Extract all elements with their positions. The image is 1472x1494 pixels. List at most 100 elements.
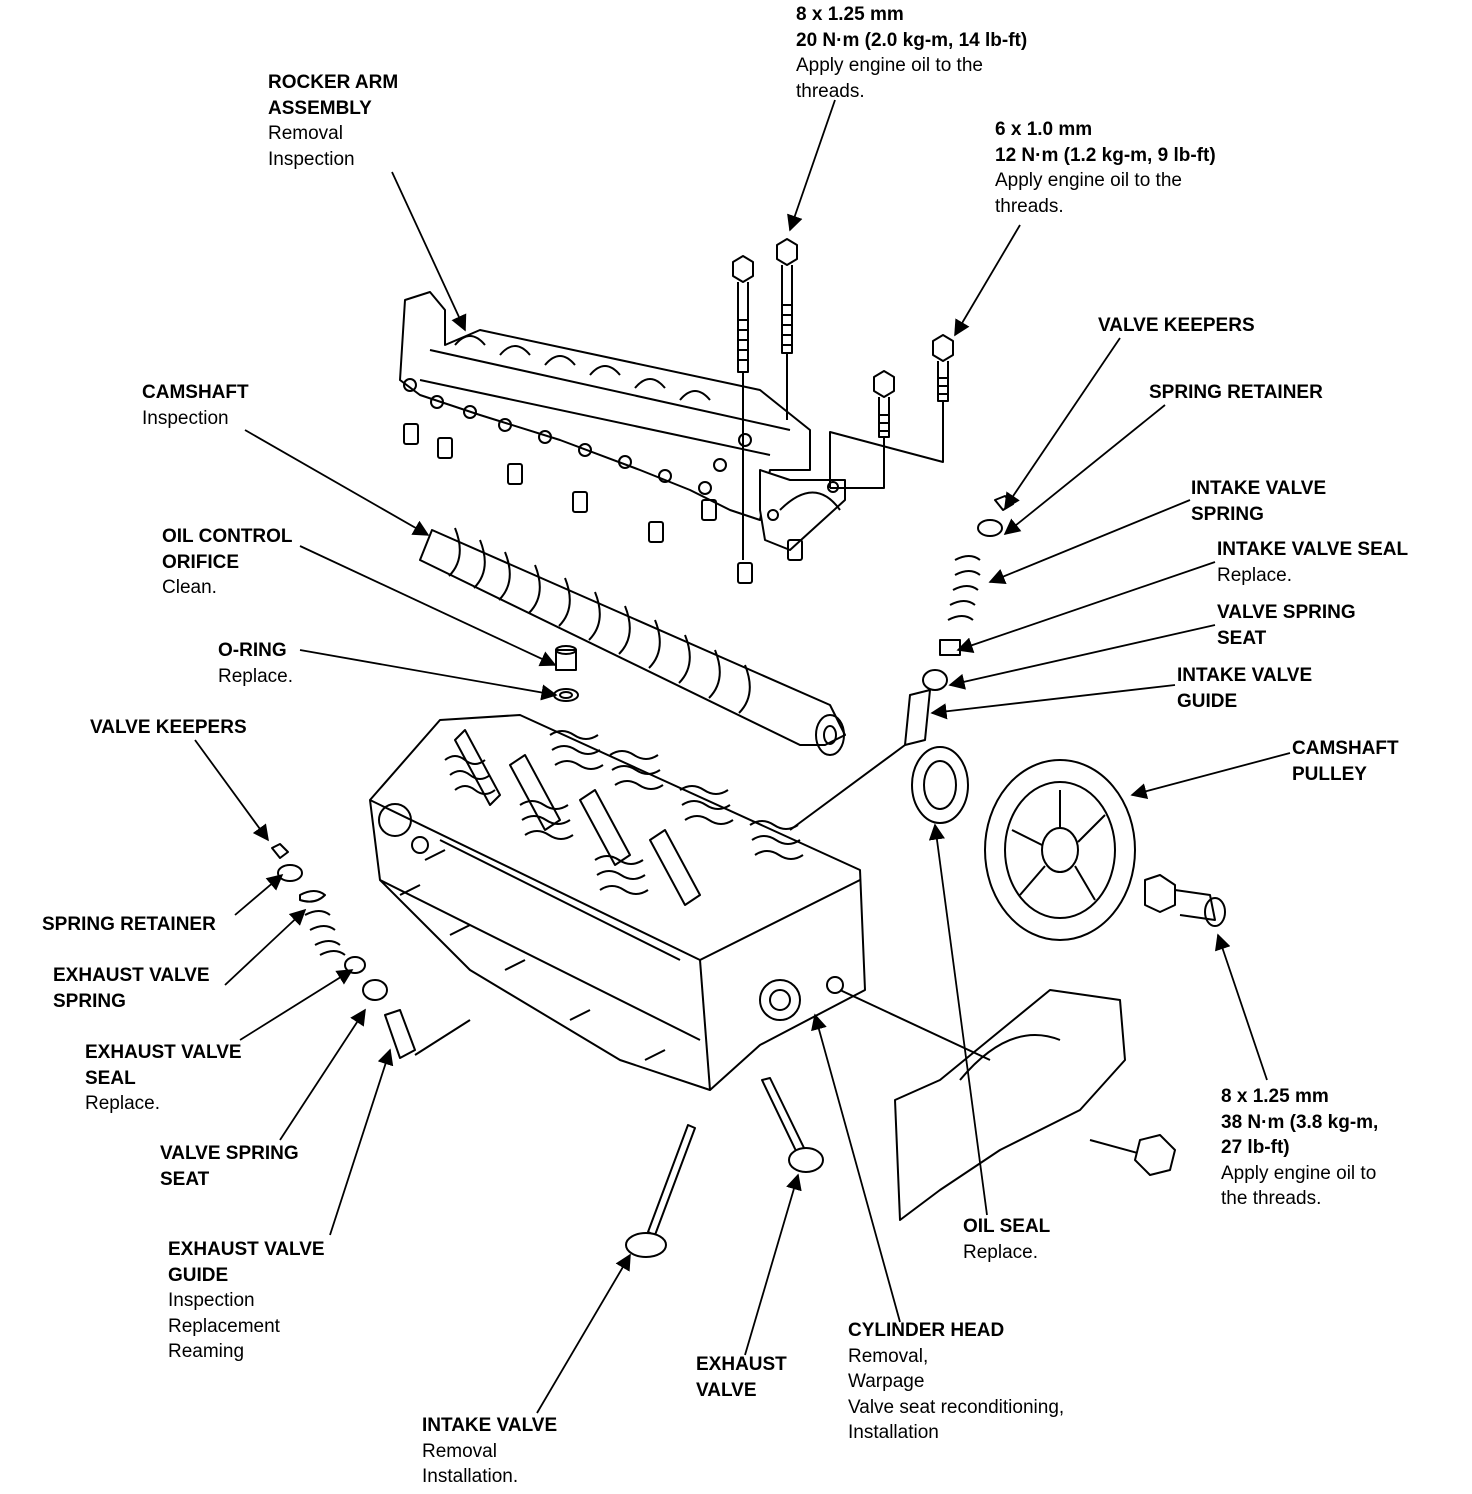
label-title: SPRING	[1191, 503, 1264, 525]
oil-seal	[911, 746, 969, 824]
label-note: Apply engine oil to the	[796, 55, 983, 76]
label-title: GUIDE	[168, 1264, 229, 1286]
label-intake-valve-guide: INTAKE VALVE GUIDE	[1177, 663, 1312, 714]
label-note: Inspection	[168, 1290, 255, 1311]
camshaft	[419, 527, 846, 756]
label-note: Replace.	[963, 1241, 1038, 1263]
label-title: CYLINDER HEAD	[848, 1320, 1005, 1341]
label-intake-valve-seal: INTAKE VALVE SEAL Replace.	[1217, 537, 1408, 588]
label-exhaust-valve-spring: EXHAUST VALVE SPRING	[53, 963, 210, 1014]
label-note: Inspection	[268, 148, 355, 170]
label-title: SEAT	[160, 1168, 210, 1190]
label-spring-retainer-right: SPRING RETAINER	[1149, 380, 1323, 406]
label-title: EXHAUST VALVE	[85, 1042, 242, 1063]
label-note: threads.	[995, 195, 1064, 217]
label-title: OIL SEAL	[963, 1216, 1051, 1237]
label-exhaust-valve-guide: EXHAUST VALVE GUIDE Inspection Replaceme…	[168, 1237, 325, 1365]
label-camshaft: CAMSHAFT Inspection	[142, 380, 249, 431]
label-note: threads.	[796, 80, 865, 102]
label-title: O-RING	[218, 640, 287, 661]
label-rocker-arm-assembly: ROCKER ARM ASSEMBLY Removal Inspection	[268, 70, 398, 172]
label-title: GUIDE	[1177, 690, 1238, 712]
label-note: Replace.	[85, 1093, 160, 1114]
label-note: the threads.	[1221, 1188, 1322, 1209]
label-title: 20 N·m (2.0 kg-m, 14 lb-ft)	[796, 29, 1028, 51]
label-exhaust-valve-seal: EXHAUST VALVE SEAL Replace.	[85, 1040, 242, 1117]
label-note: Replacement	[168, 1315, 280, 1337]
label-title: 6 x 1.0 mm	[995, 119, 1093, 140]
label-title: INTAKE VALVE	[1177, 665, 1313, 686]
label-title: SEAT	[1217, 627, 1267, 649]
label-cylinder-head: CYLINDER HEAD Removal, Warpage Valve sea…	[848, 1318, 1064, 1446]
label-note: Replace.	[218, 665, 293, 687]
oil-control-orifice	[553, 645, 579, 702]
back-cover	[839, 989, 1176, 1221]
label-title: SPRING RETAINER	[42, 914, 216, 935]
label-bolt-8mm-top: 8 x 1.25 mm 20 N·m (2.0 kg-m, 14 lb-ft) …	[796, 2, 1027, 104]
label-note: Removal,	[848, 1345, 929, 1367]
exhaust-valve-part	[761, 1077, 824, 1173]
label-bolt-pulley: 8 x 1.25 mm 38 N·m (3.8 kg-m, 27 lb-ft) …	[1221, 1084, 1378, 1212]
cylinder-head	[369, 714, 866, 1091]
label-valve-keepers-left: VALVE KEEPERS	[90, 715, 247, 741]
label-note: Removal	[422, 1440, 497, 1462]
label-title: VALVE SPRING	[1217, 602, 1356, 623]
label-title: 12 N·m (1.2 kg-m, 9 lb-ft)	[995, 144, 1216, 166]
label-title: 8 x 1.25 mm	[796, 4, 904, 25]
label-intake-valve: INTAKE VALVE Removal Installation.	[422, 1413, 557, 1490]
label-intake-valve-spring: INTAKE VALVE SPRING	[1191, 476, 1326, 527]
intake-valve-part	[625, 1124, 696, 1258]
intake-valve-parts	[789, 495, 1014, 831]
label-title: 27 lb-ft)	[1221, 1137, 1290, 1158]
label-valve-spring-seat-right: VALVE SPRING SEAT	[1217, 600, 1356, 651]
camshaft-pulley	[984, 759, 1136, 941]
label-note: Apply engine oil to	[1221, 1162, 1377, 1184]
label-note: Installation.	[422, 1466, 519, 1487]
label-title: EXHAUST VALVE	[53, 965, 210, 986]
label-note: Reaming	[168, 1341, 245, 1362]
label-title: EXHAUST	[696, 1354, 787, 1375]
label-title: SEAL	[85, 1067, 136, 1089]
label-note: Inspection	[142, 407, 229, 429]
label-title: VALVE SPRING	[160, 1143, 299, 1164]
label-o-ring: O-RING Replace.	[218, 638, 293, 689]
label-note: Warpage	[848, 1371, 925, 1392]
label-bolt-6mm: 6 x 1.0 mm 12 N·m (1.2 kg-m, 9 lb-ft) Ap…	[995, 117, 1216, 219]
label-title: ASSEMBLY	[268, 97, 372, 119]
label-title: VALVE KEEPERS	[90, 717, 247, 738]
exhaust-valve-parts	[271, 843, 471, 1059]
label-title: SPRING RETAINER	[1149, 382, 1323, 403]
label-note: Clean.	[162, 577, 217, 598]
label-note: Apply engine oil to the	[995, 170, 1182, 191]
pulley-bolt	[1144, 874, 1226, 927]
label-title: INTAKE VALVE SEAL	[1217, 539, 1409, 560]
label-title: ORIFICE	[162, 551, 240, 573]
rocker-bolts	[732, 238, 954, 560]
label-title: CAMSHAFT	[142, 382, 249, 403]
label-title: CAMSHAFT	[1292, 738, 1399, 759]
label-camshaft-pulley: CAMSHAFT PULLEY	[1292, 736, 1399, 787]
label-valve-spring-seat-left: VALVE SPRING SEAT	[160, 1141, 299, 1192]
label-note: Replace.	[1217, 564, 1292, 586]
leader-lines	[194, 99, 1291, 1414]
label-title: 8 x 1.25 mm	[1221, 1086, 1329, 1107]
label-spring-retainer-left: SPRING RETAINER	[42, 912, 216, 938]
label-title: 38 N·m (3.8 kg-m,	[1221, 1111, 1379, 1133]
label-note: Valve seat reconditioning,	[848, 1396, 1065, 1418]
label-valve-keepers-right: VALVE KEEPERS	[1098, 313, 1255, 339]
label-title: SPRING	[53, 990, 126, 1012]
label-note: Installation	[848, 1422, 939, 1443]
label-title: VALVE	[696, 1379, 757, 1401]
label-oil-control-orifice: OIL CONTROL ORIFICE Clean.	[162, 524, 293, 601]
label-title: ROCKER ARM	[268, 72, 399, 93]
label-title: VALVE KEEPERS	[1098, 315, 1255, 336]
label-title: INTAKE VALVE	[422, 1415, 558, 1436]
label-title: INTAKE VALVE	[1191, 478, 1327, 499]
label-title: EXHAUST VALVE	[168, 1239, 325, 1260]
label-title: OIL CONTROL	[162, 526, 293, 547]
label-exhaust-valve: EXHAUST VALVE	[696, 1352, 787, 1403]
label-oil-seal: OIL SEAL Replace.	[963, 1214, 1050, 1265]
label-note: Removal	[268, 123, 343, 144]
label-title: PULLEY	[1292, 763, 1367, 785]
